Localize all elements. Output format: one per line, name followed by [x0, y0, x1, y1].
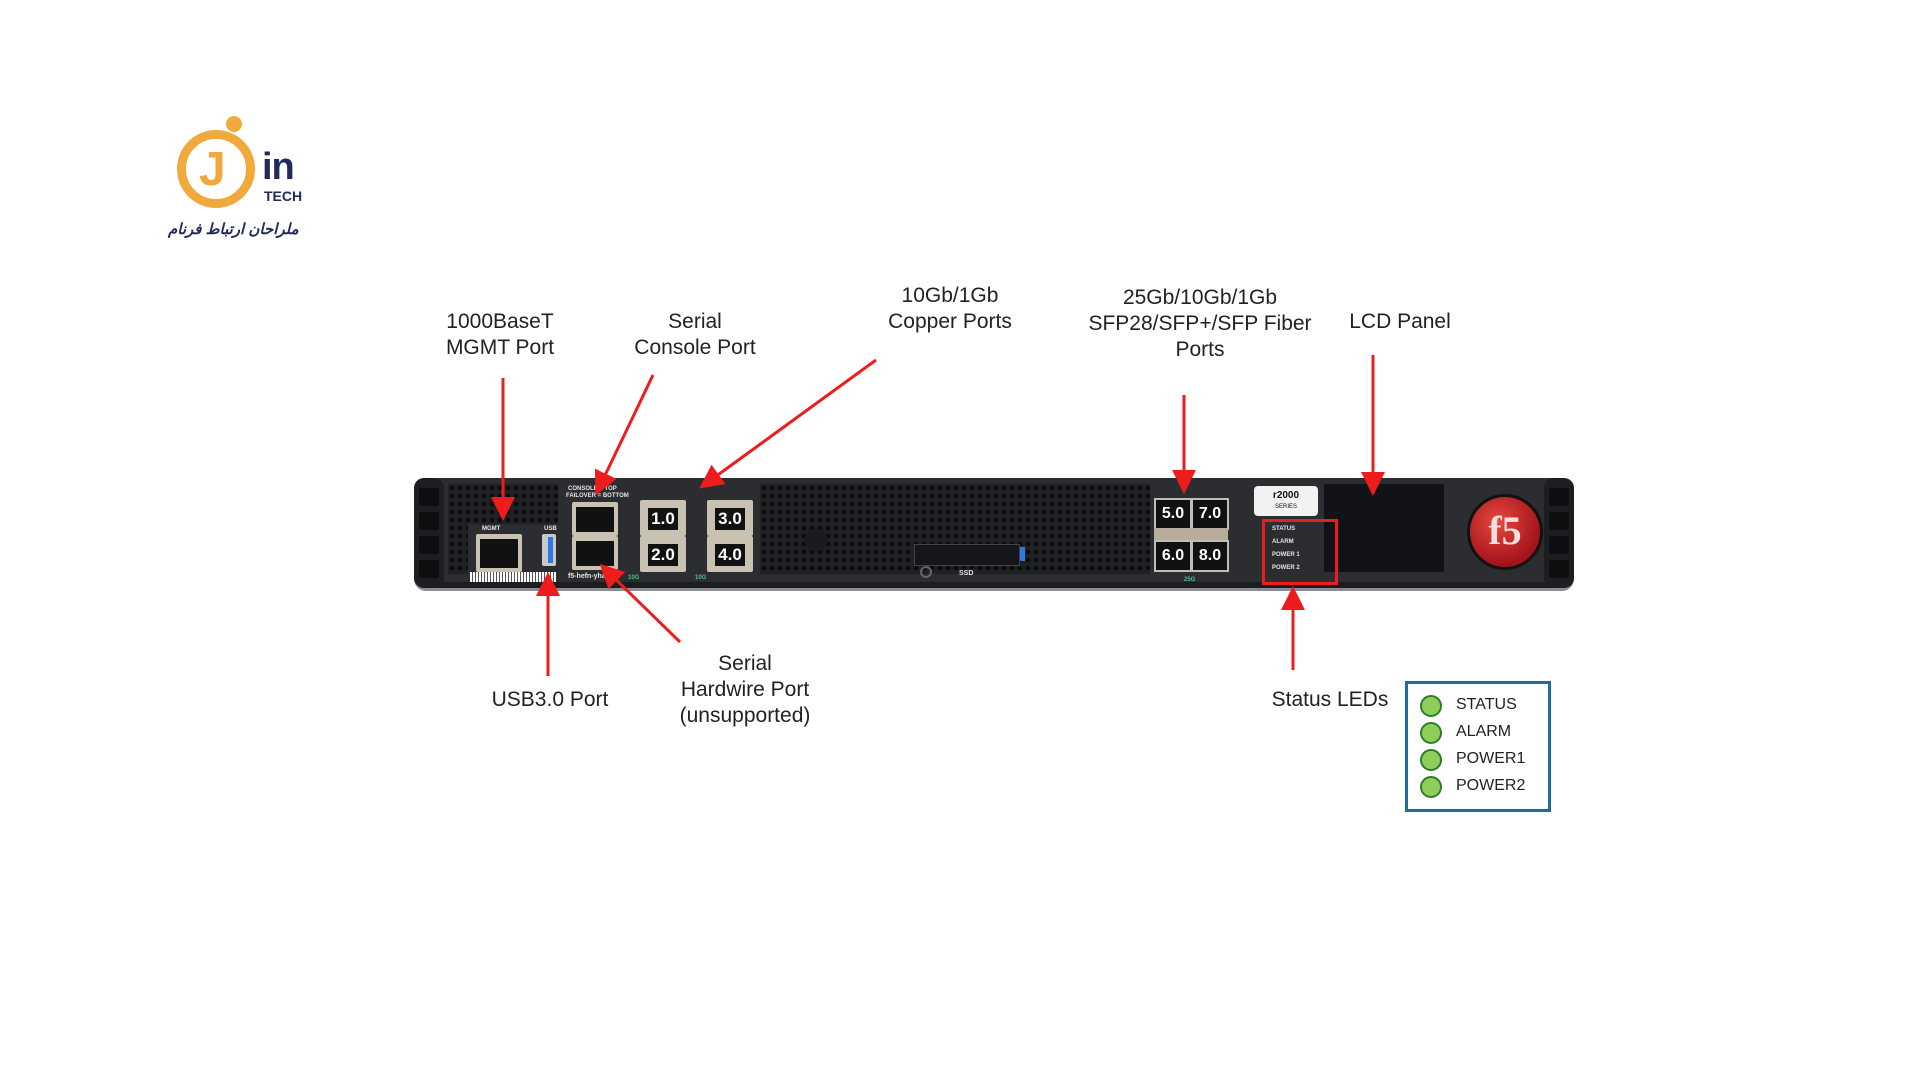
status-led-legend: STATUS ALARM POWER1 POWER2: [1405, 681, 1551, 812]
sfp-port-7-0[interactable]: 7.0: [1191, 498, 1229, 530]
callout-status-leds: Status LEDs: [1271, 688, 1389, 711]
mgmt-port[interactable]: [476, 534, 522, 572]
reset-button[interactable]: [804, 528, 828, 552]
vent-mesh: [448, 524, 468, 574]
ssd-latch[interactable]: [1020, 547, 1025, 561]
model-series: SERIES: [1274, 504, 1297, 510]
logo-sub: TECH: [264, 188, 303, 204]
model-name: r2000: [1272, 490, 1300, 501]
lcd-panel[interactable]: [1324, 484, 1444, 572]
console-note-bottom: FAILOVER = BOTTOM: [566, 493, 629, 499]
led-power-2: POWER 2: [1272, 565, 1300, 571]
copper-speed-label: 10G: [695, 575, 707, 581]
ssd-bay[interactable]: [914, 544, 1025, 566]
arrow-copper: [699, 358, 877, 489]
copper-port-3-0[interactable]: 3.0: [707, 500, 753, 536]
green-led-icon: [1420, 722, 1442, 744]
copper-speed-label: 10G: [628, 575, 640, 581]
callout-console-port: Serial Console Port: [634, 310, 756, 359]
logo-dot-icon: [226, 116, 242, 132]
ssd-screw-icon: [920, 566, 932, 578]
usb-port[interactable]: [542, 534, 556, 566]
green-led-icon: [1420, 749, 1442, 771]
model-badge: r2000 SERIES: [1254, 486, 1318, 516]
led-power-1: POWER 1: [1272, 552, 1300, 558]
callout-hardwire-port: Serial Hardwire Port (unsupported): [679, 652, 811, 727]
arrow-hardwire: [599, 563, 682, 644]
left-rack-ear: [414, 478, 444, 588]
callout-usb-port: USB3.0 Port: [491, 688, 609, 711]
sfp-speed-label: 25G: [1184, 577, 1196, 583]
copper-port-2-0[interactable]: 2.0: [640, 536, 686, 572]
ssd-label: SSD: [959, 570, 974, 577]
f5-logo-icon: f5: [1467, 494, 1543, 570]
hostname-tag: f5-hefn-yhaq: [568, 573, 610, 580]
sfp-latch: [1154, 528, 1228, 540]
logo-brand: in: [262, 146, 295, 188]
copper-port-1-0[interactable]: 1.0: [640, 500, 686, 536]
copper-port-4-0[interactable]: 4.0: [707, 536, 753, 572]
arrow-console: [594, 374, 655, 496]
logo-ring-icon: [177, 130, 255, 208]
right-rack-ear: [1544, 478, 1574, 588]
console-note-top: CONSOLE = TOP: [568, 486, 617, 492]
callout-mgmt-port: 1000BaseT MGMT Port: [445, 310, 555, 359]
vent-mesh: [760, 484, 1150, 574]
sfp-port-8-0[interactable]: 8.0: [1191, 540, 1229, 572]
callout-sfp-ports: 25Gb/10Gb/1Gb SFP28/SFP+/SFP Fiber Ports: [1088, 286, 1312, 361]
callout-lcd-panel: LCD Panel: [1349, 310, 1451, 333]
mgmt-label: MGMT: [482, 526, 501, 532]
status-leds-highlight: [1262, 519, 1338, 585]
logo-tagline: ملراحان ارتباط فرنام: [168, 221, 299, 238]
serial-console-port[interactable]: [572, 502, 618, 536]
logo-letter: J: [199, 143, 226, 196]
green-led-icon: [1420, 695, 1442, 717]
led-alarm: ALARM: [1272, 539, 1294, 545]
led-status: STATUS: [1272, 526, 1296, 532]
barcode-label: [470, 572, 556, 582]
usb-label: USB: [544, 526, 557, 532]
callout-copper-ports: 10Gb/1Gb Copper Ports: [888, 284, 1012, 333]
green-led-icon: [1420, 776, 1442, 798]
